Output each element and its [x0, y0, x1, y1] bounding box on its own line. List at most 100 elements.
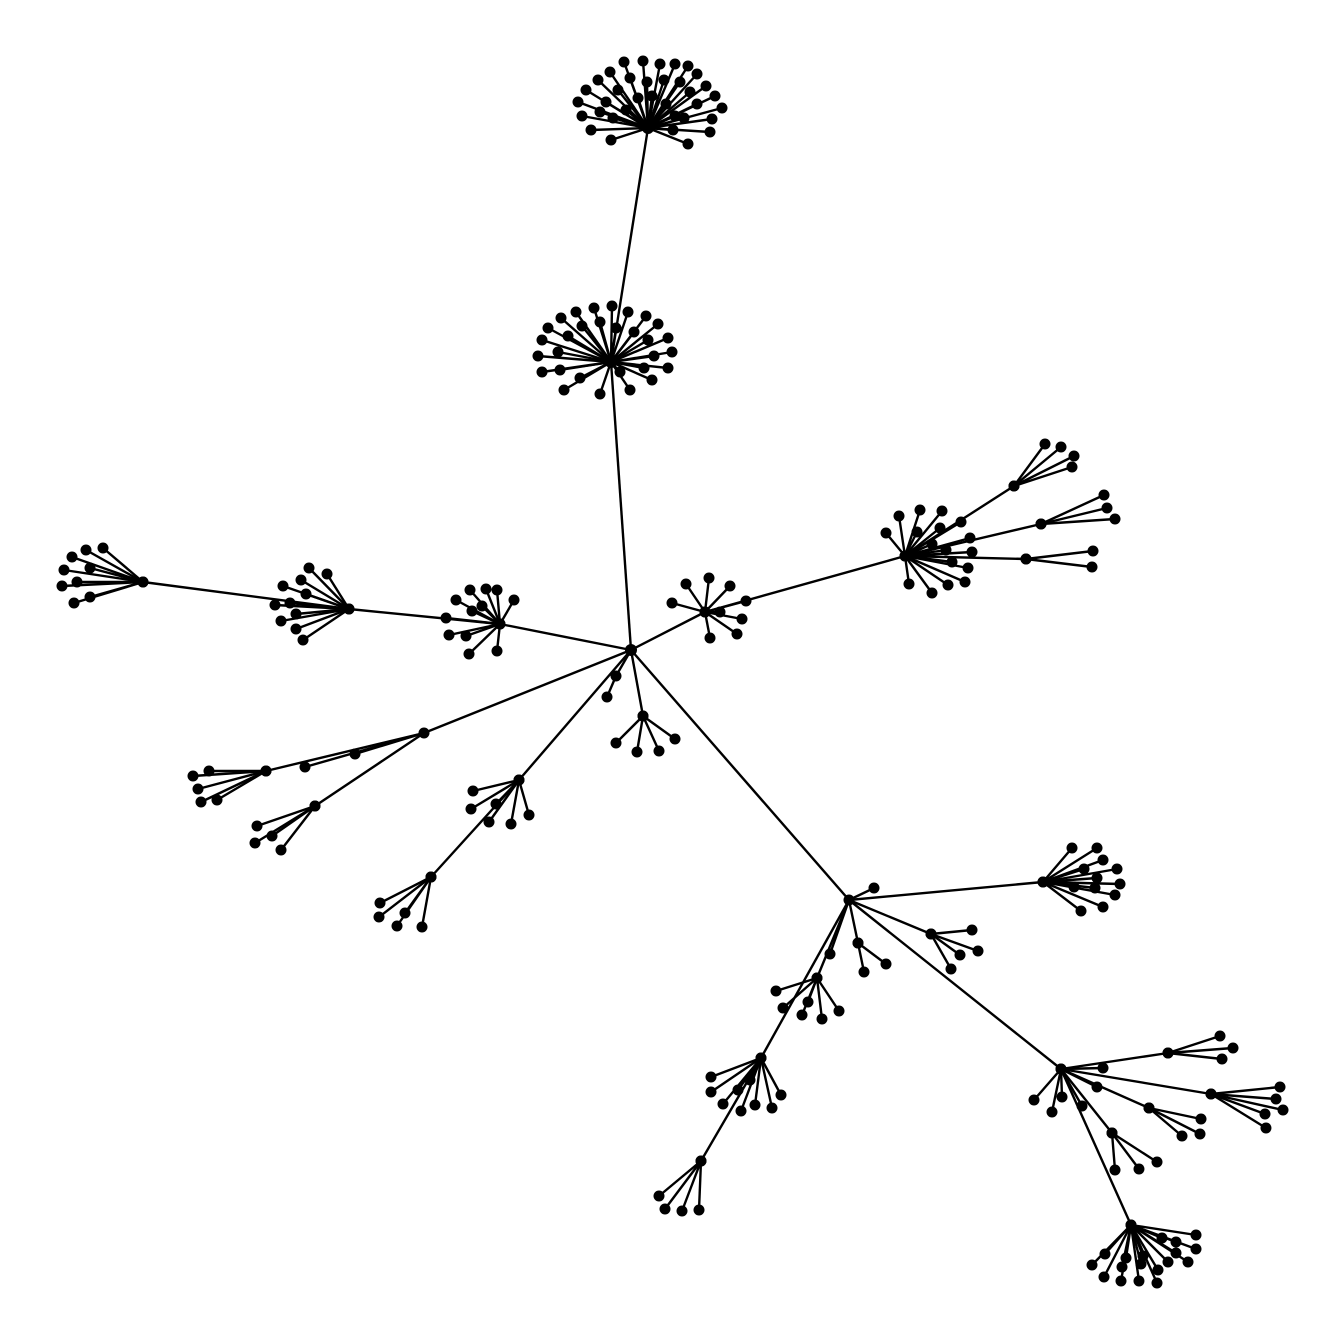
- graph-node: [911, 526, 923, 538]
- graph-edge: [308, 567, 350, 610]
- graph-node: [816, 1013, 828, 1025]
- graph-node: [868, 882, 880, 894]
- graph-edge: [1210, 1092, 1277, 1101]
- graph-node: [693, 1204, 705, 1216]
- graph-node: [555, 312, 567, 324]
- graph-node: [416, 921, 428, 933]
- graph-edge: [1060, 1068, 1113, 1134]
- graph-edge: [1167, 1051, 1223, 1061]
- graph-edge: [89, 580, 144, 599]
- graph-node: [654, 58, 666, 70]
- graph-node: [275, 844, 287, 856]
- graph-node: [1028, 1094, 1040, 1106]
- graph-node: [605, 134, 617, 146]
- graph-edge: [815, 899, 851, 979]
- graph-node: [880, 527, 892, 539]
- graph-edge: [495, 779, 520, 805]
- graph-node: [373, 911, 385, 923]
- graph-edge: [557, 350, 612, 364]
- graph-node: [1195, 1113, 1207, 1125]
- graph-node: [610, 322, 622, 334]
- graph-edge: [664, 1160, 702, 1210]
- graph-node: [945, 963, 957, 975]
- graph-node: [1190, 1243, 1202, 1255]
- graph-node: [1098, 1271, 1110, 1283]
- graph-node: [505, 818, 517, 830]
- graph-edge: [1111, 1132, 1140, 1170]
- graph-edge: [1040, 493, 1105, 526]
- graph-edge: [710, 1057, 762, 1093]
- graph-node: [269, 599, 281, 611]
- graph-node: [1091, 842, 1103, 854]
- graph-node: [628, 326, 640, 338]
- graph-node: [1205, 1088, 1217, 1100]
- graph-edge: [1013, 446, 1062, 487]
- graph-node: [562, 330, 574, 342]
- graph-node: [508, 594, 520, 606]
- graph-node: [914, 504, 926, 516]
- graph-node: [1078, 863, 1090, 875]
- graph-node: [463, 648, 475, 660]
- graph-edge: [1130, 1224, 1169, 1263]
- graph-node: [97, 542, 109, 554]
- graph-node: [1037, 876, 1049, 888]
- graph-node: [1066, 842, 1078, 854]
- graph-node: [1176, 1130, 1188, 1142]
- graph-edge: [610, 360, 653, 382]
- graph-edge: [704, 585, 731, 613]
- graph-node: [399, 907, 411, 919]
- graph-edge: [1130, 1223, 1197, 1237]
- graph-edge: [610, 126, 649, 142]
- graph-node: [955, 516, 967, 528]
- graph-edge: [680, 1160, 703, 1212]
- graph-node: [640, 310, 652, 322]
- graph-node: [705, 1071, 717, 1083]
- graph-edge: [1060, 1067, 1150, 1110]
- graph-node: [494, 618, 506, 630]
- graph-node: [777, 1002, 789, 1014]
- graph-node: [1143, 1102, 1155, 1114]
- graph-node: [903, 578, 915, 590]
- graph-node: [653, 745, 665, 757]
- graph-node: [1055, 441, 1067, 453]
- graph-edge: [379, 875, 432, 905]
- graph-node: [513, 774, 525, 786]
- graph-node: [646, 90, 658, 102]
- graph-edge: [314, 732, 425, 807]
- graph-edge: [517, 779, 531, 816]
- graph-edge: [465, 622, 501, 638]
- graph-edge: [904, 555, 949, 586]
- graph-edge: [704, 611, 738, 635]
- graph-edge: [646, 79, 666, 129]
- graph-edge: [197, 769, 267, 791]
- graph-node: [1097, 1062, 1109, 1074]
- graph-node: [1097, 901, 1109, 913]
- graph-node: [425, 871, 437, 883]
- graph-edge: [753, 1057, 763, 1106]
- graph-node: [637, 710, 649, 722]
- graph-node: [1106, 1127, 1118, 1139]
- graph-node: [309, 800, 321, 812]
- nodes-layer: [56, 55, 1289, 1289]
- graph-node: [1086, 1259, 1098, 1271]
- graph-edge: [1025, 549, 1094, 561]
- graph-edge: [629, 649, 645, 717]
- graph-node: [1109, 889, 1121, 901]
- graph-node: [594, 316, 606, 328]
- graph-node: [934, 522, 946, 534]
- graph-node: [343, 603, 355, 615]
- graph-edge: [1040, 517, 1116, 526]
- graph-edge: [759, 1057, 783, 1096]
- graph-edge: [609, 311, 630, 363]
- graph-edge: [1025, 557, 1093, 569]
- graph-node: [300, 588, 312, 600]
- graph-node: [925, 928, 937, 940]
- graph-edge: [1042, 846, 1098, 884]
- graph-edge: [495, 589, 502, 625]
- graph-edge: [610, 354, 655, 364]
- graph-node: [691, 98, 703, 110]
- graph-node: [290, 623, 302, 635]
- graph-edge: [1167, 1034, 1221, 1055]
- graph-node: [618, 56, 630, 68]
- graph-node: [691, 68, 703, 80]
